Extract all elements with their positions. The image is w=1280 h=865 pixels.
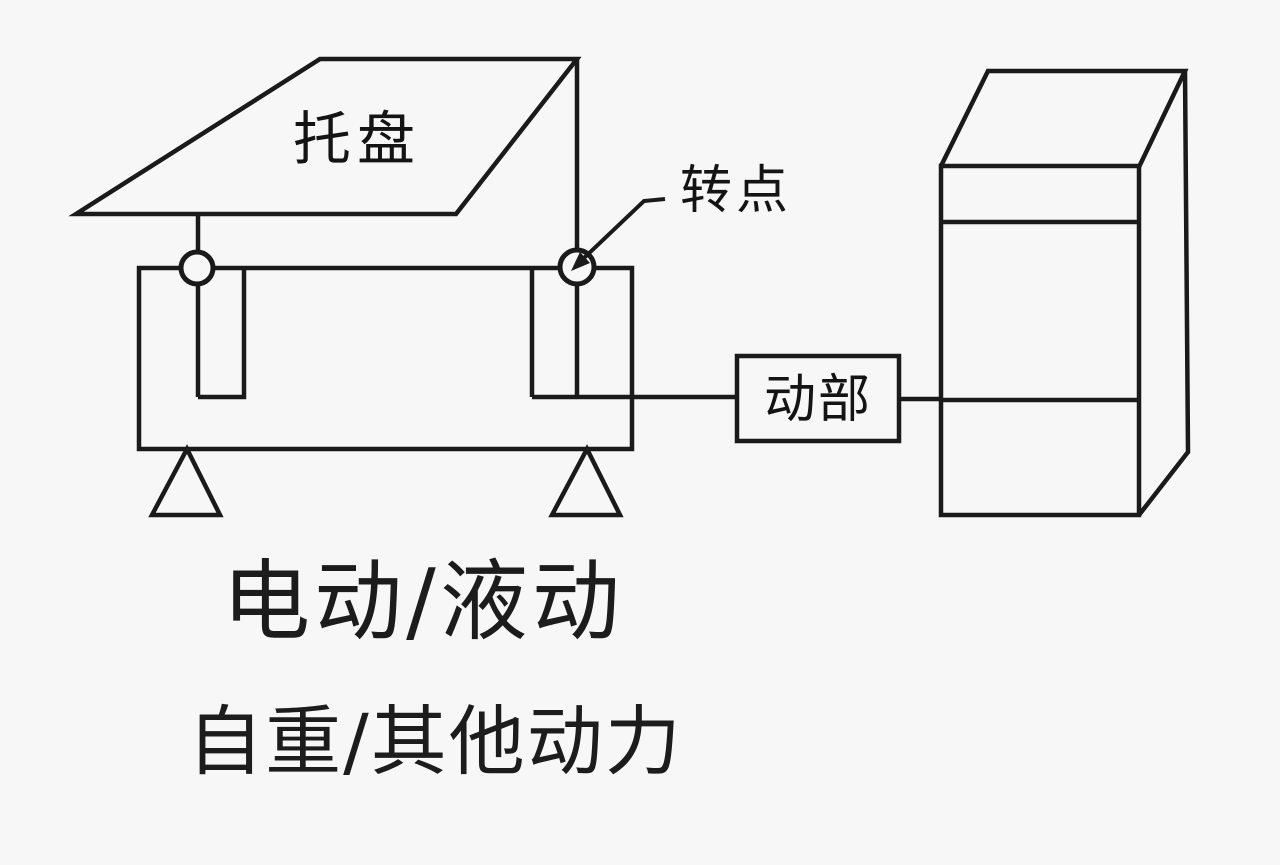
pivot-leader-line <box>582 197 666 260</box>
drive-box-label: 动部 <box>764 370 872 430</box>
left-pivot-circle <box>178 249 216 287</box>
left-guide-slot <box>198 268 247 400</box>
base-body <box>136 265 635 452</box>
tray-label: 托盘 <box>293 105 421 173</box>
left-support-triangle <box>148 444 224 518</box>
pivot-label: 转点 <box>680 161 792 221</box>
machine-right-face <box>1137 70 1191 517</box>
machine-front-face <box>938 163 1142 518</box>
right-support-triangle <box>548 444 624 518</box>
pivot-arrowhead <box>571 252 590 271</box>
power-annotation-line2: 自重/其他动力 <box>187 697 683 786</box>
power-annotation-line1: 电动/液动 <box>222 550 624 653</box>
machine-top-face <box>938 68 1189 168</box>
